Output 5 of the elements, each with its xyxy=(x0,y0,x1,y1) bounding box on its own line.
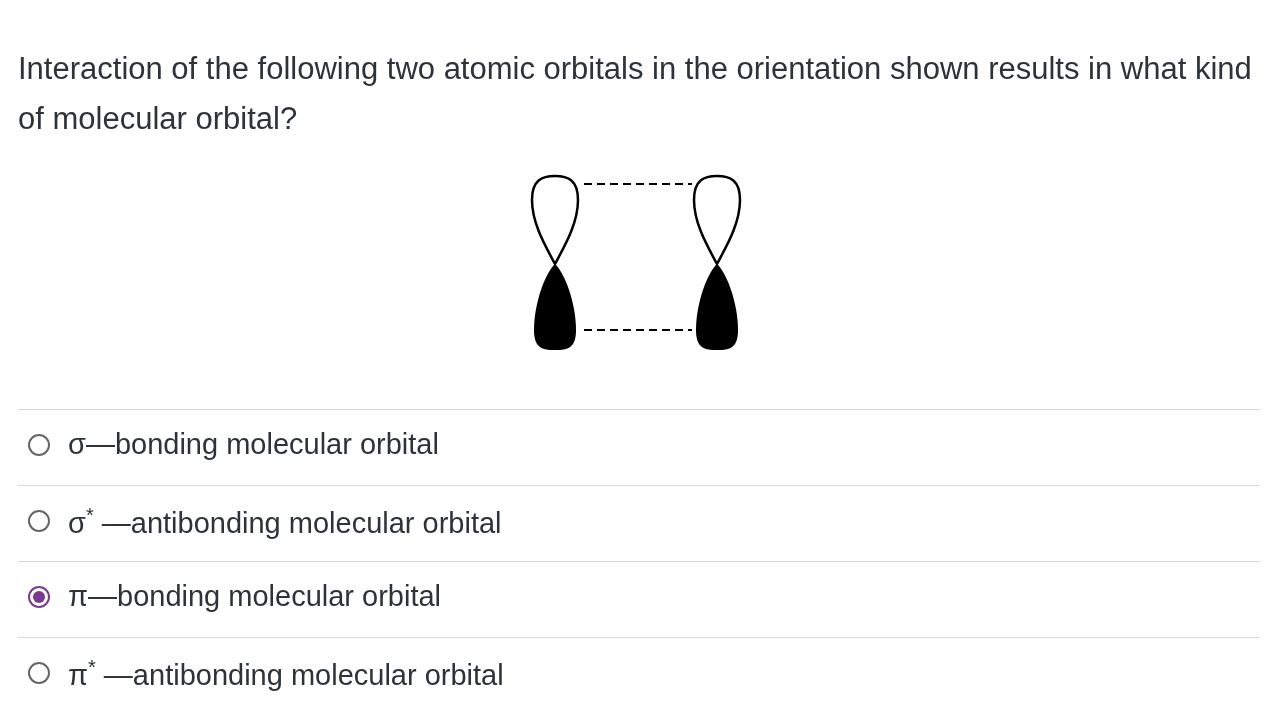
option-label: σ$^{*}$ —antibonding molecular orbital xyxy=(68,504,502,540)
option-label: π$^{*}$ —antibonding molecular orbital xyxy=(68,656,504,692)
option-label: σ—bonding molecular orbital xyxy=(68,428,439,461)
question-text: Interaction of the following two atomic orbitals in the orientation shown results in what kind of molecular orbital? xyxy=(18,50,1253,138)
option-label: π—bonding molecular orbital xyxy=(68,580,442,613)
